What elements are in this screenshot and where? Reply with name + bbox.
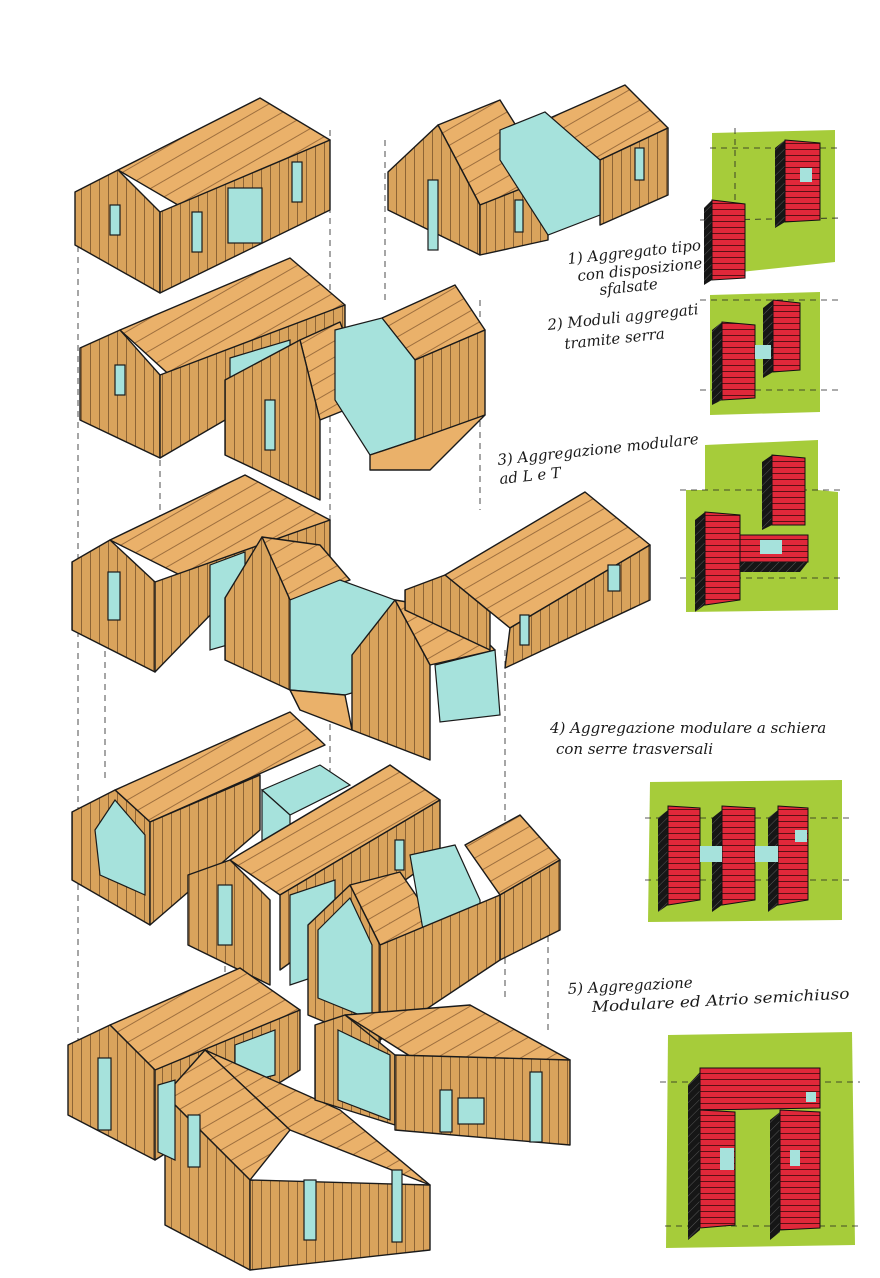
caption-5: 5) Aggregazione Modulare ed Atrio semich…: [567, 973, 850, 1016]
site-plan-2: [700, 292, 840, 415]
site-plan-icon: [645, 780, 850, 922]
caption-4-line-1: 4) Aggregazione modulare a schiera: [549, 719, 826, 737]
caption-1: 1) Aggregato tipo con disposizione sfals…: [567, 236, 704, 299]
cluster-2-greenhouse-modules: [79, 257, 486, 501]
site-plan-4: [645, 780, 850, 922]
house-module-icon: [71, 711, 326, 926]
site-plan-icon: [699, 128, 843, 285]
site-plan-icon: [660, 1032, 860, 1248]
cluster-5-atrium-aggregation: [67, 967, 571, 1271]
site-plan-icon: [680, 440, 840, 612]
house-module-icon: [224, 536, 501, 761]
house-module-icon: [307, 814, 561, 1046]
site-plan-1: [699, 128, 843, 285]
house-module-icon: [404, 491, 651, 669]
caption-3: 3) Aggregazione modulare ad L e T: [497, 430, 700, 488]
house-module-icon: [74, 97, 331, 294]
site-plan-5: [660, 1032, 860, 1248]
site-plan-3: [680, 440, 840, 612]
house-module-icon: [387, 84, 669, 256]
caption-3-line-1: 3) Aggregazione modulare: [497, 430, 700, 469]
site-plan-icon: [700, 292, 840, 415]
house-module-icon: [157, 1049, 431, 1271]
cluster-1-staggered-modules: [74, 84, 669, 294]
house-module-icon: [224, 284, 486, 501]
house-module-icon: [314, 1004, 571, 1146]
cluster-4-row-aggregation: [71, 711, 561, 1046]
cluster-3-l-and-t-aggregation: [71, 474, 651, 761]
caption-2: 2) Moduli aggregati tramite serra: [546, 300, 700, 353]
caption-4: 4) Aggregazione modulare a schiera con s…: [549, 719, 826, 758]
caption-4-line-2: con serre trasversali: [556, 740, 713, 758]
